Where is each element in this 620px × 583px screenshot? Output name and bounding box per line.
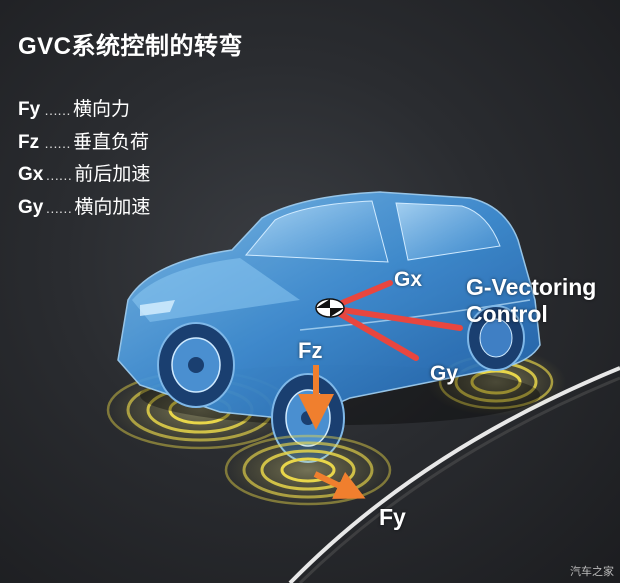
gy-label: Gy bbox=[430, 362, 459, 385]
fz-label: Fz bbox=[298, 338, 323, 363]
legend-dots: …… bbox=[45, 199, 72, 216]
road-edge bbox=[288, 366, 620, 583]
watermark: 汽车之家 bbox=[570, 565, 614, 578]
center-of-gravity-icon bbox=[315, 298, 345, 318]
page-title: GVC系统控制的转弯 bbox=[18, 33, 244, 60]
legend: Fy …… 横向力 Fz …… 垂直负荷 Gx …… 前后加速 Gy …… 横向… bbox=[18, 94, 150, 224]
legend-desc: 横向力 bbox=[73, 99, 131, 120]
legend-desc: 垂直负荷 bbox=[73, 131, 150, 153]
legend-symbol: Gx bbox=[18, 164, 44, 185]
legend-dots: …… bbox=[44, 134, 71, 151]
g-vectoring-vector bbox=[327, 305, 463, 331]
legend-item-gy: Gy …… 横向加速 bbox=[18, 192, 150, 225]
fy-arrow bbox=[313, 471, 366, 499]
gvc-label-line2: Control bbox=[466, 301, 548, 327]
legend-dots: …… bbox=[44, 102, 71, 118]
legend-item-fz: Fz …… 垂直负荷 bbox=[18, 127, 150, 160]
legend-desc: 前后加速 bbox=[74, 164, 151, 185]
g-vectoring-control-label: G-Vectoring Control bbox=[466, 274, 596, 328]
fy-label: Fy bbox=[379, 504, 406, 530]
tire-rings-front-right bbox=[223, 434, 393, 506]
legend-item-gx: Gx …… 前后加速 bbox=[18, 159, 150, 192]
legend-symbol: Fz bbox=[18, 131, 40, 153]
legend-desc: 横向加速 bbox=[74, 196, 151, 218]
road-edge-shadow bbox=[298, 376, 620, 583]
legend-dots: …… bbox=[45, 167, 72, 183]
gy-vector bbox=[327, 305, 419, 361]
gx-label: Gx bbox=[394, 268, 423, 291]
legend-item-fy: Fy …… 横向力 bbox=[18, 94, 150, 127]
legend-symbol: Gy bbox=[18, 196, 44, 218]
legend-symbol: Fy bbox=[18, 99, 41, 120]
gvc-label-line1: G-Vectoring bbox=[466, 274, 597, 300]
